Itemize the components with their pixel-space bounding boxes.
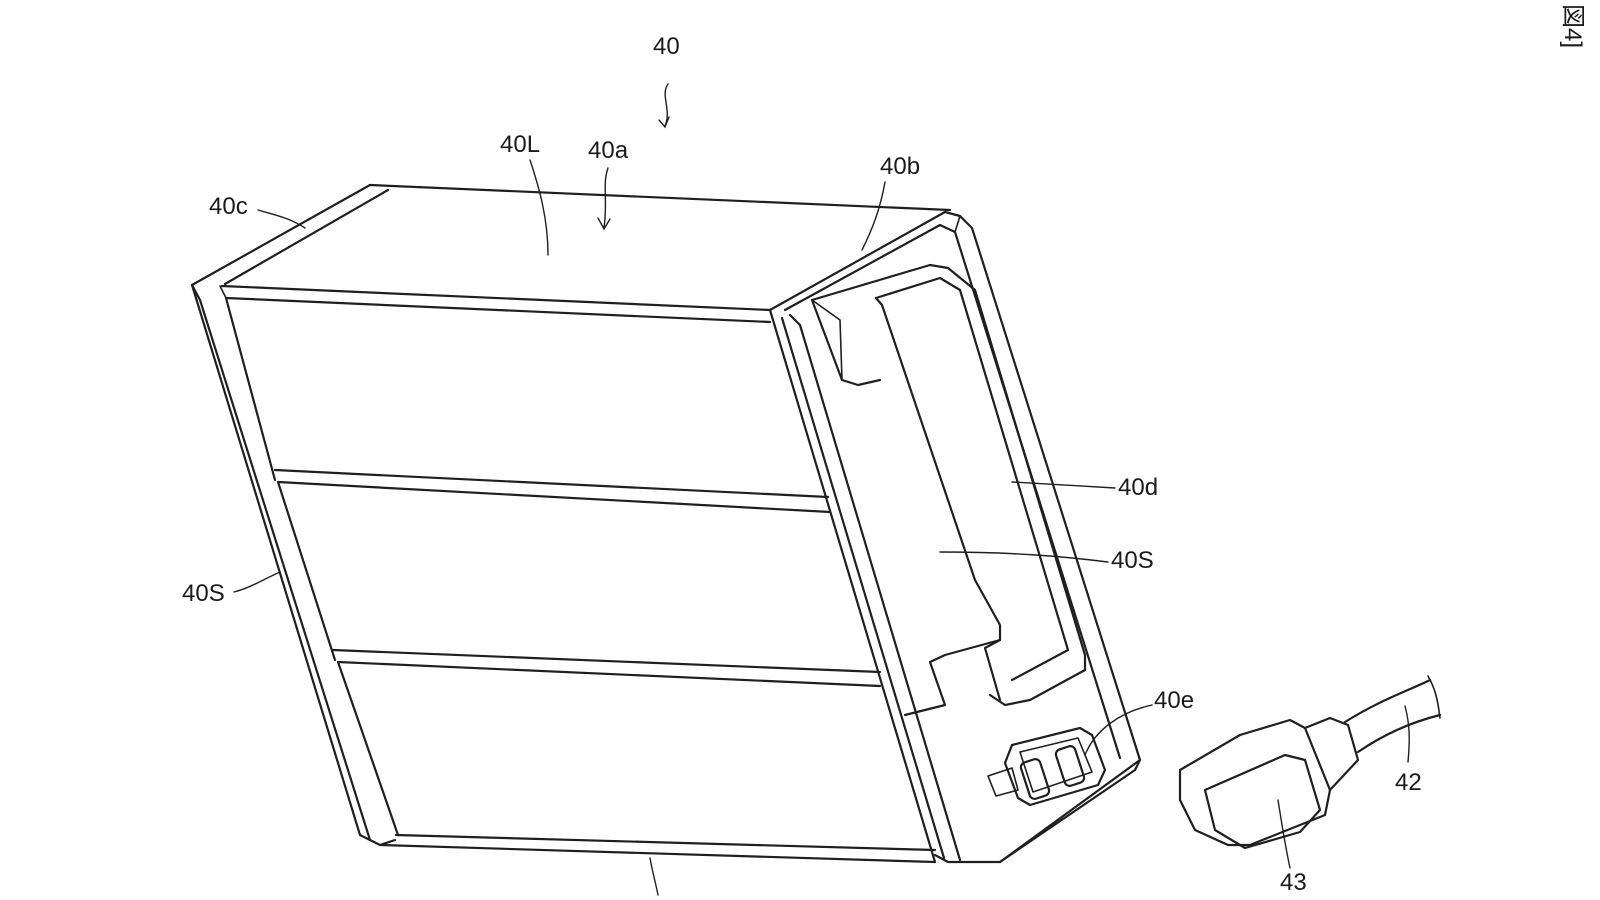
label-40: 40: [653, 33, 680, 60]
label-40S-right: 40S: [1111, 547, 1154, 574]
figure-number: 図4]: [1559, 4, 1586, 48]
connector-40e: [987, 726, 1107, 807]
label-40b: 40b: [880, 153, 920, 180]
reference-labels: 40 40L 40a 40b 40c 40d 40S 40S 40e 42 43: [182, 33, 1422, 896]
battery-body: [190, 183, 952, 864]
label-40c: 40c: [209, 193, 248, 220]
plug-43: [1178, 716, 1360, 850]
label-43: 43: [1280, 869, 1307, 896]
label-40a: 40a: [588, 137, 629, 164]
leader-lines: [233, 83, 1410, 896]
cable-42: [1343, 675, 1442, 754]
end-plate: [768, 210, 1142, 864]
label-42: 42: [1395, 769, 1422, 796]
label-40S-left: 40S: [182, 580, 225, 607]
label-40d: 40d: [1118, 474, 1158, 501]
label-40L: 40L: [500, 131, 540, 158]
label-40e: 40e: [1154, 687, 1194, 714]
